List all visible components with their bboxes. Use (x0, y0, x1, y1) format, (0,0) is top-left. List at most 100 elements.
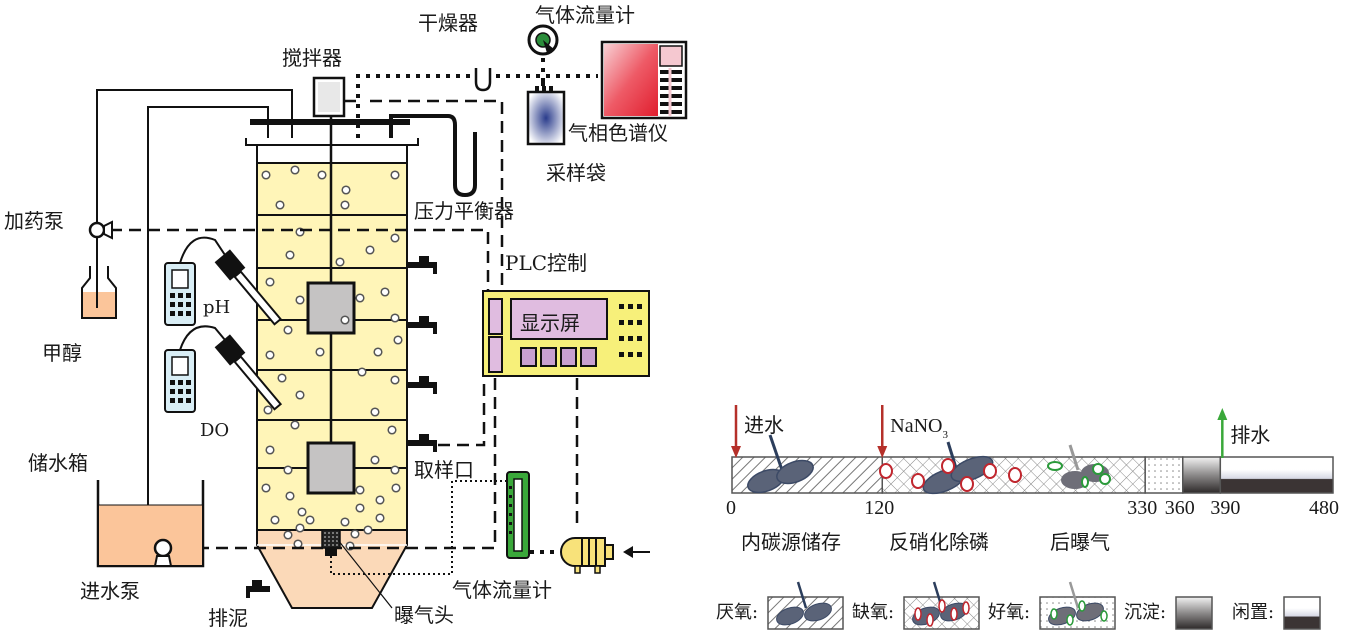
air-bubble (390, 170, 400, 180)
air-bubble (265, 350, 275, 360)
event-arrowhead (877, 446, 888, 458)
legend-nitrate (914, 607, 922, 621)
legend-label: 好氧: (988, 602, 1030, 623)
air-bubble (265, 277, 275, 287)
label-aerator-head: 曝气头 (394, 603, 454, 627)
methanol-bottle (81, 237, 117, 319)
oxygen-bubble (1081, 476, 1089, 488)
sampling-bag (526, 86, 566, 146)
air-bubble (340, 315, 350, 325)
reactor-column (245, 76, 437, 609)
legend: 厌氧:缺氧:好氧:沉淀:闲置: (716, 581, 1321, 630)
air-bubble (270, 515, 280, 525)
air-bubble (375, 513, 385, 523)
air-bubble (295, 295, 305, 305)
label-do: DO (200, 420, 229, 441)
air-bubble (285, 491, 295, 501)
sludge-pointer (1068, 444, 1080, 471)
air-bubbles (261, 165, 403, 551)
air-bubble (265, 445, 275, 455)
ph-meter (164, 236, 283, 326)
phase-bar-dots (1144, 456, 1184, 494)
stage-label: 内碳源储存 (741, 530, 841, 554)
air-bubble (340, 200, 350, 210)
label-pressure-balancer: 压力平衡器 (414, 199, 514, 223)
legend-floc (804, 602, 832, 622)
nitrate-bubble (960, 476, 974, 492)
air-bubble (375, 495, 385, 505)
air-bubble (365, 245, 375, 255)
air-bubble (390, 375, 400, 385)
air-bubble (350, 529, 360, 539)
legend-label: 沉淀: (1124, 602, 1166, 623)
stage-label: 反硝化除磷 (889, 530, 989, 554)
air-bubble (355, 485, 365, 495)
legend-pointer (1068, 581, 1080, 609)
air-bubble (263, 405, 273, 415)
legend-nitrate (938, 599, 946, 613)
air-bubble (290, 165, 300, 175)
air-bubble (391, 483, 401, 493)
oxygen-bubble (1099, 473, 1111, 485)
label-display-screen: 显示屏 (520, 311, 580, 335)
legend-oxygen (1100, 610, 1108, 622)
air-bubble (380, 287, 390, 297)
nitrate-bubble (983, 463, 997, 479)
tick-label: 360 (1165, 497, 1195, 519)
event-label: NaNO3 (890, 415, 948, 441)
label-sludge-discharge: 排泥 (208, 606, 248, 630)
sludge-floc (950, 455, 994, 483)
legend-swatch-gradient-light (1283, 596, 1321, 630)
legend-nitrate (950, 607, 958, 621)
legend-swatch-gradient-dark (1175, 596, 1213, 630)
event-label: 排水 (1230, 423, 1270, 447)
air-bubble (355, 503, 365, 513)
storage-tank (96, 480, 205, 568)
air-bubble (363, 525, 373, 535)
air-bubble (283, 465, 293, 475)
inlet-pump (153, 538, 173, 567)
air-bubble (295, 523, 305, 533)
air-bubble (373, 347, 383, 357)
legend-oxygen (1050, 608, 1058, 620)
air-pump (560, 537, 614, 574)
label-sampling-bag: 采样袋 (546, 161, 606, 185)
do-meter (164, 325, 283, 413)
stage-label: 后曝气 (1050, 530, 1110, 554)
legend-oxygen (1066, 614, 1074, 626)
air-bubble (357, 367, 367, 377)
air-bubble (393, 335, 403, 345)
phase-bars (731, 456, 1334, 494)
legend-nitrate (926, 613, 934, 627)
air-bubble (275, 200, 285, 210)
label-gas-chromatograph: 气相色谱仪 (568, 121, 668, 145)
air-bubble (340, 517, 350, 527)
air-bubble (261, 170, 271, 180)
air-bubble (285, 250, 295, 260)
air-bubble (390, 233, 400, 243)
air-bubble (297, 507, 307, 517)
legend-floc (776, 606, 804, 626)
label-storage-tank: 储水箱 (28, 451, 88, 475)
nitrate-bubble (1008, 467, 1022, 483)
air-bubble (387, 425, 397, 435)
label-dosing-pump: 加药泵 (4, 209, 64, 233)
air-bubble (293, 539, 303, 549)
label-stirrer: 搅拌器 (282, 46, 342, 70)
tick-label: 330 (1127, 497, 1157, 519)
event-arrowhead (731, 446, 741, 458)
tick-label: 120 (864, 497, 894, 519)
label-sampling-port: 取样口 (414, 458, 474, 482)
legend-label: 厌氧: (716, 602, 758, 623)
legend-pointer (796, 581, 808, 609)
air-bubble (283, 530, 293, 540)
sludge-valve (246, 580, 270, 598)
legend-oxygen (1078, 600, 1086, 612)
nitrate-bubble (879, 463, 893, 479)
label-dryer: 干燥器 (418, 11, 478, 35)
air-bubble (355, 293, 365, 303)
phase-bar-gradient-light (1219, 456, 1334, 494)
